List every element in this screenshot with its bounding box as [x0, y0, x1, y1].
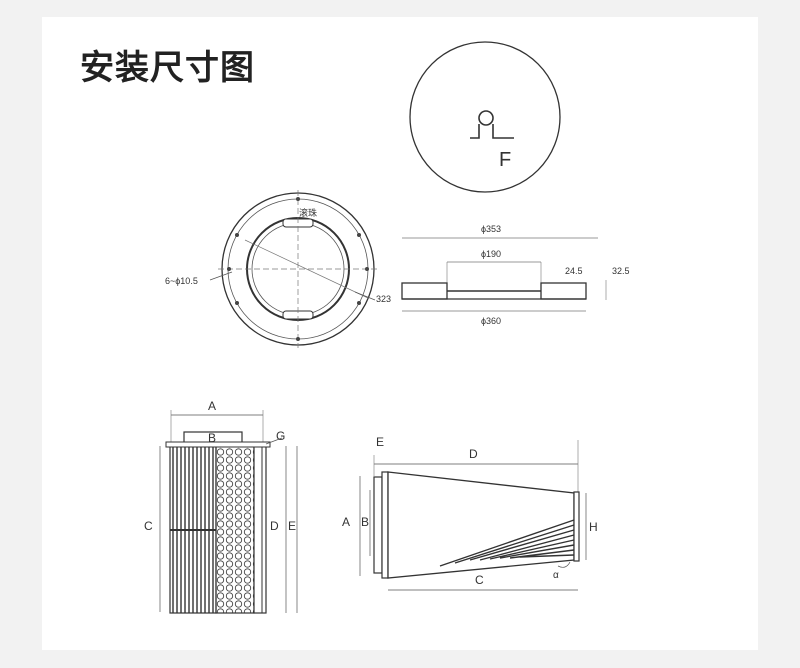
cone-dim-e: E	[376, 435, 384, 449]
cone-filter-view: D E A B H C α	[342, 435, 598, 591]
cyl-dim-e: E	[288, 519, 296, 533]
cone-dim-b: B	[361, 515, 369, 529]
cyl-dim-c: C	[144, 519, 153, 533]
hole-label: 6~ϕ10.5	[165, 276, 198, 286]
cyl-dim-a: A	[208, 399, 216, 413]
top-mark-label: 滚珠	[299, 207, 317, 218]
cone-dim-h: H	[589, 520, 598, 534]
dim-32-5: 32.5	[612, 266, 630, 276]
cyl-dim-g: G	[276, 429, 285, 443]
flange-plan-view: 6~ϕ10.5 滚珠 323	[165, 190, 391, 348]
diagonal-dim: 323	[376, 294, 391, 304]
cone-angle-alpha: α	[553, 570, 559, 581]
top-view: F	[409, 41, 561, 193]
top-view-letter: F	[499, 149, 511, 171]
cone-dim-d: D	[469, 447, 478, 461]
dim-360: ϕ360	[481, 316, 501, 326]
dim-190: ϕ190	[481, 249, 501, 259]
page-title: 安装尺寸图	[80, 48, 255, 88]
flange-section-view: ϕ353 ϕ190 24.5 32.5 ϕ360	[401, 224, 630, 326]
dim-353: ϕ353	[481, 224, 501, 234]
cyl-dim-d: D	[270, 519, 279, 533]
fan-symbol-icon	[478, 110, 494, 126]
cone-dim-c: C	[475, 573, 484, 587]
dim-24-5: 24.5	[565, 266, 583, 276]
cone-dim-a: A	[342, 515, 350, 529]
cylinder-filter-view: A B C G D E	[144, 399, 298, 614]
cyl-dim-b: B	[208, 431, 216, 445]
top-view-circle	[409, 41, 561, 193]
